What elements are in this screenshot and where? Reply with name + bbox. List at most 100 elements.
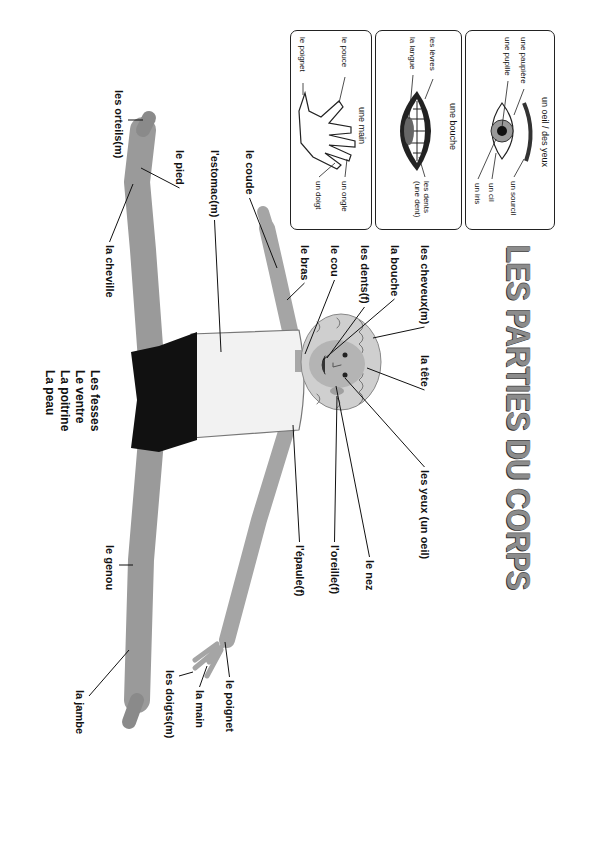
leader-line: [225, 642, 230, 677]
part-label: le cou: [329, 245, 342, 277]
part-label: la main: [194, 690, 207, 728]
part-label: le pouce: [340, 37, 349, 67]
leader-line: [128, 120, 143, 121]
leader-line: [323, 299, 395, 360]
part-label: les orteils(m): [113, 90, 126, 158]
part-label: un doigt: [314, 181, 323, 209]
part-label: le nez: [364, 560, 377, 591]
foot: [129, 700, 137, 722]
inset-box: une bouche les lèvres la langue les dents (…: [375, 30, 462, 230]
leader-line: [287, 283, 305, 300]
eye-outline: [492, 103, 513, 159]
part-label: le poignet: [224, 680, 237, 732]
nose: [333, 363, 341, 367]
leader-line: [492, 153, 496, 179]
part-label: la jambe: [74, 690, 87, 734]
part-label: Les fesses: [88, 370, 102, 431]
part-label: Le ventre: [73, 370, 87, 423]
part-label: un sourcil: [509, 181, 518, 215]
part-label: les dents (une dent): [413, 181, 431, 227]
leader-line: [419, 157, 425, 177]
part-label: La peau: [43, 370, 57, 415]
leader-line: [425, 79, 433, 99]
figure: [129, 118, 381, 722]
part-label: la bouche: [389, 245, 402, 296]
leader-line: [305, 280, 335, 354]
part-label: la cheville: [104, 245, 117, 298]
part-label: les dents(f): [359, 245, 372, 304]
toes: [143, 118, 149, 130]
part-label: le coude: [244, 150, 257, 195]
leader-line: [514, 159, 524, 177]
hand-outline: [299, 93, 355, 169]
part-label: les yeux (un oeil): [419, 470, 432, 559]
part-label: l'épaule(f): [294, 545, 307, 597]
leader-line: [345, 159, 347, 177]
part-label: La poitrine: [58, 370, 72, 431]
right-leg: [137, 440, 151, 700]
part-label: un cil: [487, 183, 496, 202]
leader-line: [327, 307, 365, 358]
part-label: un ongle: [340, 181, 349, 212]
leader-line: [367, 368, 425, 390]
title: LES PARTIES DU CORPS: [501, 245, 537, 590]
leader-line: [303, 83, 304, 95]
left-hand: [263, 212, 267, 225]
part-label: une paupière: [519, 37, 528, 84]
leader-line: [373, 327, 425, 338]
leader-line: [89, 650, 129, 696]
pupil: [497, 126, 507, 136]
part-label: le poignet: [298, 37, 307, 72]
part-label: le bras: [299, 245, 312, 280]
iris: [491, 120, 513, 142]
part-label: les lèvres: [428, 37, 437, 71]
inset-heading: une main: [357, 107, 366, 144]
part-label: une pupille: [503, 37, 512, 76]
leader-line: [200, 666, 208, 687]
leader-line: [293, 425, 300, 542]
shorts: [131, 332, 197, 452]
leader-line: [478, 139, 496, 179]
part-label: la langue: [408, 37, 417, 69]
part-label: le genou: [104, 545, 117, 590]
leader-line: [215, 220, 222, 352]
hair: [301, 314, 381, 410]
eyebrow: [524, 103, 531, 161]
inset-heading: un oeil / des yeux: [540, 97, 549, 167]
leader-line: [250, 198, 278, 268]
part-label: l'estomac(m): [209, 150, 222, 217]
leader-line: [119, 565, 133, 566]
right-hand: [195, 640, 227, 676]
left-leg: [137, 130, 151, 360]
leader-line: [110, 184, 134, 242]
eye: [343, 373, 348, 378]
part-label: les cheveux(m): [419, 245, 432, 324]
leader-line: [339, 77, 345, 103]
part-label: l'oreille(f): [329, 545, 342, 594]
part-label: la tête: [419, 355, 432, 387]
tongue: [404, 117, 414, 145]
leader-line: [141, 168, 180, 188]
part-label: les doigts(m): [164, 670, 177, 738]
leader-line: [335, 396, 338, 542]
face: [309, 340, 365, 388]
leader-line: [409, 75, 413, 119]
leader-line: [319, 163, 335, 177]
part-label: le pied: [174, 150, 187, 185]
leader-line: [502, 81, 508, 127]
lips: [400, 91, 431, 171]
eye: [343, 353, 348, 358]
leader-line: [179, 672, 193, 676]
shirt: [191, 330, 304, 438]
inset-heading: une bouche: [448, 103, 457, 150]
leader-line: [514, 89, 524, 115]
inset-box: un oeil / des yeux une paupière une pupill…: [465, 30, 555, 230]
leader-line: [345, 378, 425, 467]
left-arm: [267, 228, 291, 335]
leader-line: [336, 386, 370, 557]
inset-box: une main le pouce le poignet un ongle un doi…: [290, 30, 372, 230]
right-arm: [227, 422, 289, 640]
part-label: un iris: [473, 183, 482, 204]
